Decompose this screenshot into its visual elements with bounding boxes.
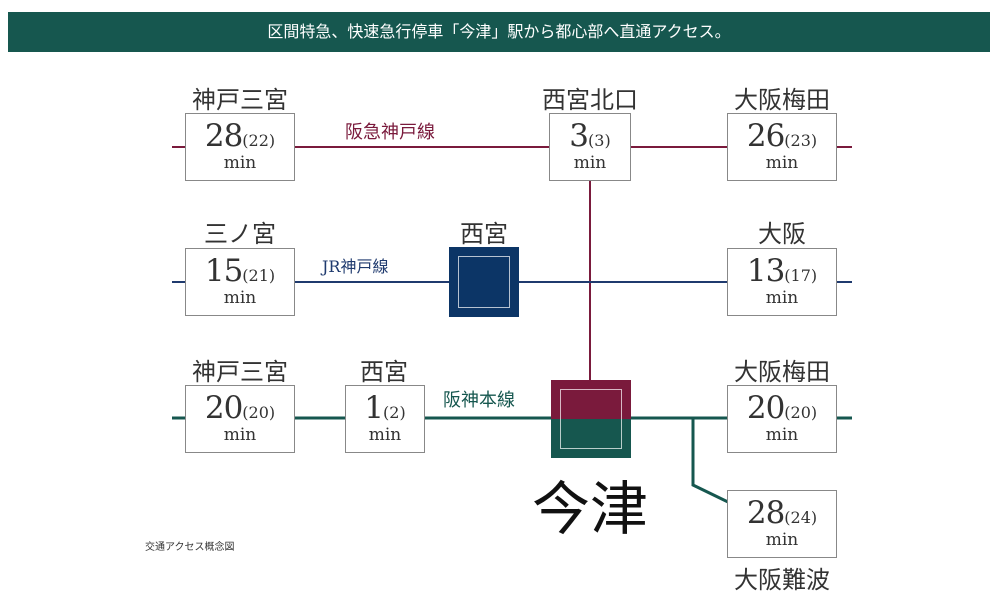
time-alt: (2)	[383, 403, 406, 422]
time-value: 26	[746, 118, 785, 154]
station-name: 西宮	[460, 220, 508, 248]
time-alt: (21)	[242, 266, 276, 285]
time-box-nishinomiya-kitaguchi: 3(3) min	[549, 113, 631, 181]
time-value: 3	[569, 118, 589, 154]
time-value: 15	[204, 253, 243, 289]
unit: min	[765, 425, 799, 445]
time-box-jr-sannomiya: 15(21) min	[185, 248, 295, 316]
imazu-station-name: 今津	[531, 475, 649, 543]
station-name: 神戸三宮	[192, 86, 288, 114]
time-alt: (23)	[784, 131, 818, 150]
unit: min	[765, 153, 799, 173]
header-banner: 区間特急、快速急行停車「今津」駅から都心部へ直通アクセス。	[8, 12, 990, 52]
imazu-station-marker	[551, 380, 631, 458]
time-box-hanshin-umeda: 20(20) min	[727, 385, 837, 453]
time-box-hankyu-umeda: 26(23) min	[727, 113, 837, 181]
unit: min	[368, 425, 402, 445]
unit: min	[223, 153, 257, 173]
time-box-hankyu-sannomiya: 28(22) min	[185, 113, 295, 181]
time-alt: (17)	[784, 266, 818, 285]
time-alt: (20)	[242, 403, 276, 422]
unit: min	[765, 530, 799, 550]
time-value: 1	[364, 390, 384, 426]
hanshin-line-label: 阪神本線	[443, 390, 515, 411]
jr-line-label: JR神戸線	[322, 257, 389, 276]
station-name: 大阪梅田	[734, 358, 830, 386]
hankyu-line-label: 阪急神戸線	[345, 122, 435, 143]
header-title: 区間特急、快速急行停車「今津」駅から都心部へ直通アクセス。	[267, 22, 731, 41]
station-name: 大阪梅田	[734, 86, 830, 114]
time-value: 13	[746, 253, 785, 289]
station-name: 西宮	[360, 358, 408, 386]
unit: min	[765, 288, 799, 308]
time-value: 20	[746, 390, 785, 426]
time-value: 20	[204, 390, 243, 426]
time-alt: (3)	[588, 131, 611, 150]
unit: min	[223, 288, 257, 308]
time-alt: (20)	[784, 403, 818, 422]
diagram-note: 交通アクセス概念図	[145, 542, 235, 553]
unit: min	[223, 425, 257, 445]
time-box-namba: 28(24) min	[727, 490, 837, 558]
time-alt: (22)	[242, 131, 276, 150]
time-box-jr-osaka: 13(17) min	[727, 248, 837, 316]
time-value: 28	[746, 495, 785, 531]
station-name: 神戸三宮	[192, 358, 288, 386]
time-alt: (24)	[784, 508, 818, 527]
jr-nishinomiya-marker	[449, 247, 519, 317]
station-name: 大阪	[758, 220, 806, 248]
unit: min	[573, 153, 607, 173]
station-name: 三ノ宮	[204, 220, 276, 248]
time-value: 28	[204, 118, 243, 154]
time-box-hanshin-sannomiya: 20(20) min	[185, 385, 295, 453]
namba-branch-line	[691, 418, 729, 504]
station-name: 西宮北口	[542, 86, 638, 114]
station-name: 大阪難波	[734, 566, 830, 594]
time-box-hanshin-nishinomiya: 1(2) min	[345, 385, 425, 453]
